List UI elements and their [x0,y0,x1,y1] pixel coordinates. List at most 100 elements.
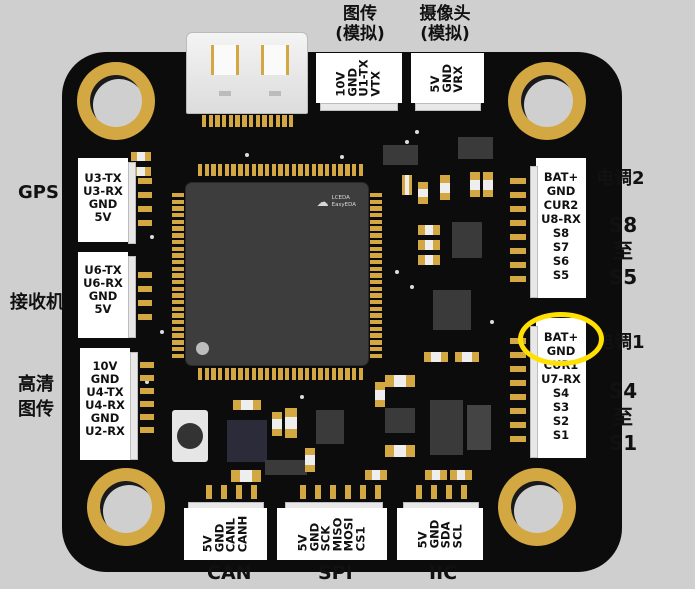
smd-component [402,175,412,195]
mcu-pins-left [172,193,184,358]
can-connector: 5V GND CANL CANH [184,508,267,560]
pin-label: U2-RX [85,424,125,438]
iic-pads [416,485,467,499]
pin1-marker [196,342,209,355]
spi-label: SPI [318,562,353,584]
pin-label: S4 [552,386,570,400]
smd-component [375,382,385,407]
smd-component [425,470,447,480]
camera-analog-connector: 5V GND VRX [411,53,484,103]
smd-component [385,445,415,457]
smd-component [440,175,450,200]
smd-component [483,172,493,197]
smd-component [418,182,428,204]
pin-label: S5 [552,268,570,282]
pin-label: GND [88,197,118,211]
diode [458,137,493,159]
smd-component [418,225,440,235]
pin-label: GND [90,411,120,425]
mcu-pins-bottom [198,368,363,380]
smd-component [285,408,297,438]
pin-label: S2 [552,414,570,428]
pin-label: U3-TX [84,171,122,185]
pin-label: CS1 [353,525,367,551]
mcu-pins-top [198,164,363,176]
smd-component [131,152,151,161]
smd-component [385,375,415,387]
esc1-range-label: S4 至 S1 [608,379,638,455]
smd-component [233,400,261,410]
smd-component [470,172,480,197]
can-transceiver-chip [227,420,267,462]
esc2-range-label: S8 至 S5 [608,213,638,289]
mounting-hole-top-right [508,62,586,140]
ic-chip [316,410,344,444]
pin-label: U8-RX [541,212,581,226]
gps-connector: U3-TX U3-RX GND 5V [78,158,128,242]
esc2-pads [510,178,526,282]
pin-label: U6-TX [84,263,122,277]
pin-label: GND [88,289,118,303]
usb-pads [202,115,294,127]
cloud-icon: ☁ [316,194,329,209]
pin-label: SCL [449,524,464,549]
spi-pads [300,485,381,499]
pin-label: S8 [552,226,570,240]
hd-vtx-pads [140,362,154,433]
smd-component [418,240,440,250]
inductor [430,400,463,455]
spi-connector: 5V GND SCK MISO MOSI CS1 [277,508,387,560]
gps-label: GPS [18,182,59,203]
pin-label: U6-RX [83,276,123,290]
mounting-hole-bottom-left [87,468,165,546]
pin-label: S7 [552,240,570,254]
esc2-label: 电调2 [596,168,645,189]
smd-component [305,448,315,472]
pin-label: S6 [552,254,570,268]
hd-vtx-label: 高清 图传 [18,374,54,420]
pin-label: S3 [552,400,570,414]
boot-button [172,410,208,462]
ic-chip [433,290,471,330]
pin-label: U3-RX [83,184,123,198]
smd-component [131,167,151,176]
smd-component [455,352,479,362]
pin-label: VRX [451,65,466,93]
iic-label: IIC [429,562,458,584]
smd-component [424,352,448,362]
gps-pads [138,178,152,226]
mounting-hole-bottom-right [498,468,576,546]
pin-label: 10V [92,359,118,373]
iic-connector: 5V GND SDA SCL [397,508,483,560]
capacitor [467,405,491,450]
pin-label: U7-RX [541,372,581,386]
pin-label: 5V [94,210,112,224]
esc2-connector: BAT+ GND CUR2 U8-RX S8 S7 S6 S5 [536,158,586,298]
esc1-label: 电调1 [596,332,645,353]
pin-label: 5V [94,302,112,316]
mounting-hole-top-left [77,62,155,140]
smd-component [365,470,387,480]
ic-chip [452,222,482,258]
smd-component [450,470,472,480]
can-pads [206,485,257,499]
esc1-pads [510,338,526,442]
hd-vtx-connector: 10V GND U4-TX U4-RX GND U2-RX [80,348,130,460]
can-label: CAN [207,562,252,584]
smd-component [418,255,440,265]
pin-label: CUR2 [543,198,579,212]
pin-label: U4-TX [86,385,124,399]
vtx-analog-connector: 10V GND U1-TX VTX [316,53,402,103]
camera-analog-label: 摄像头 (模拟) [419,4,471,44]
pin-label: U4-RX [85,398,125,412]
diode [383,145,418,165]
regulator [385,408,415,433]
pin-label: S1 [552,428,570,442]
receiver-label: 接收机 [10,292,64,313]
pin-label: BAT+ [543,170,579,184]
pin-label: VTX [368,70,383,97]
highlight-ellipse [518,312,604,366]
usb-c-connector [186,32,308,114]
smd-component [272,412,282,436]
